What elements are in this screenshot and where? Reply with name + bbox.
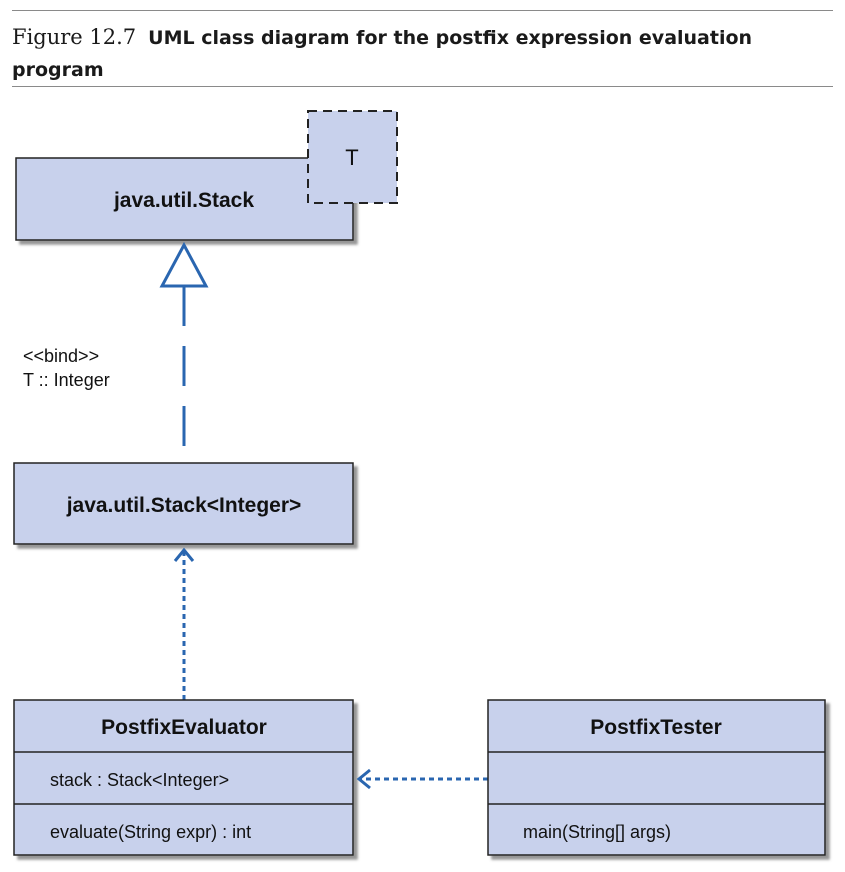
- figure-title: UML class diagram for the postfix expres…: [12, 27, 753, 81]
- type-parameter-box: T: [307, 110, 398, 204]
- postfix-evaluator-class: PostfixEvaluator stack : Stack<Integer> …: [13, 699, 354, 856]
- type-parameter-label: T: [345, 145, 358, 170]
- bind-note: <<bind>> T :: Integer: [23, 346, 110, 390]
- evaluator-operation: evaluate(String expr) : int: [50, 822, 251, 842]
- evaluator-dependency-connector: [173, 547, 195, 700]
- dependency-arrowhead: [173, 547, 195, 562]
- bind-connector: [159, 241, 209, 463]
- bind-stereotype: <<bind>>: [23, 346, 99, 366]
- figure-number: Figure 12.7: [12, 25, 137, 49]
- evaluator-class-name: PostfixEvaluator: [101, 716, 267, 739]
- evaluator-attribute: stack : Stack<Integer>: [50, 770, 229, 790]
- tester-operation: main(String[] args): [523, 822, 671, 842]
- bound-class-box: java.util.Stack<Integer>: [13, 462, 354, 545]
- bind-parameter: T :: Integer: [23, 370, 110, 390]
- caption-bottom-rule: [12, 86, 833, 87]
- generalization-arrowhead: [159, 241, 209, 288]
- top-rule: [12, 10, 833, 11]
- template-class-box: java.util.Stack: [15, 157, 354, 241]
- postfix-tester-class: PostfixTester main(String[] args): [487, 699, 826, 856]
- template-class-name: java.util.Stack: [113, 189, 254, 212]
- dependency-arrowhead: [356, 768, 371, 790]
- figure-caption: Figure 12.7 UML class diagram for the po…: [12, 22, 827, 87]
- tester-dependency-connector: [356, 768, 488, 790]
- tester-class-name: PostfixTester: [590, 716, 722, 739]
- bound-class-name: java.util.Stack<Integer>: [66, 494, 302, 517]
